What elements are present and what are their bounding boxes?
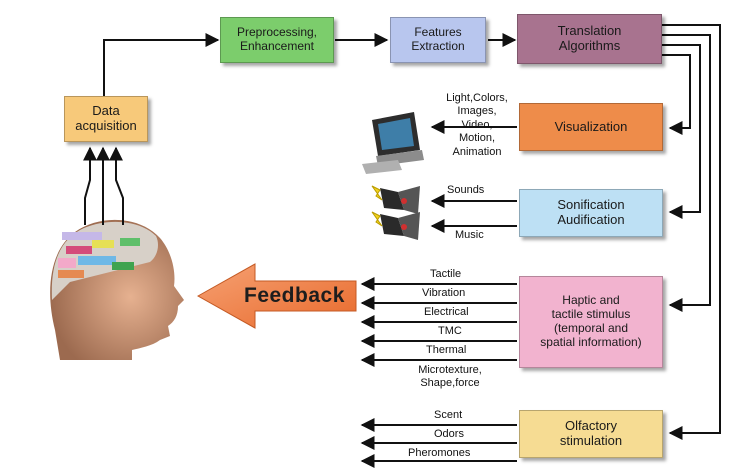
sonification-box: Sonification Audification (519, 189, 663, 237)
monitor-icon (362, 112, 424, 174)
translation-routing (662, 24, 721, 440)
pipeline-arrows (103, 33, 517, 96)
olfactory-output-pheromones: Pheromones (408, 447, 471, 459)
features-extraction-box: Features Extraction (390, 17, 486, 63)
olfactory-output-arrows (360, 418, 517, 468)
head-illustration (50, 219, 185, 360)
haptic-output-vibration: Vibration (422, 287, 466, 299)
brain-region-purple (62, 232, 102, 240)
visual-outputs-label: Light,Colors, Images, Video, Motion, Ani… (446, 92, 508, 158)
haptic-output-arrows (360, 277, 517, 367)
feedback-arrow (196, 263, 357, 329)
brain-region-pink (58, 258, 76, 268)
brain-region-red (66, 246, 92, 254)
preprocessing-box: Preprocessing, Enhancement (220, 17, 334, 63)
brain-region-dark-green (112, 262, 134, 270)
haptic-stimulus-box: Haptic and tactile stimulus (temporal an… (519, 276, 663, 368)
sound-output-sounds: Sounds (447, 184, 485, 196)
sound-output-music: Music (455, 229, 484, 241)
translation-algorithms-box: Translation Algorithms (517, 14, 662, 64)
brain-region-orange (58, 270, 84, 278)
haptic-output-microtexture: Microtexture, Shape,force (418, 364, 482, 390)
haptic-output-tactile: Tactile (430, 268, 462, 280)
olfactory-output-odors: Odors (434, 428, 464, 440)
speaker-icon-sounds (371, 185, 420, 214)
olfactory-output-scent: Scent (434, 409, 463, 421)
haptic-output-electrical: Electrical (424, 306, 469, 318)
brain-region-green (120, 238, 140, 246)
feedback-label: Feedback (244, 284, 345, 307)
olfactory-stimulation-box: Olfactory stimulation (519, 410, 663, 458)
sonification-output-arrows (430, 194, 517, 233)
data-acquisition-box: Data acquisition (64, 96, 148, 142)
electrode-wires (83, 146, 124, 225)
brain-region-yellow (92, 240, 114, 248)
brain-region-blue (78, 256, 116, 265)
haptic-output-tmc: TMC (438, 325, 462, 337)
visualization-box: Visualization (519, 103, 663, 151)
speaker-icon-music (371, 211, 420, 240)
haptic-output-thermal: Thermal (426, 344, 467, 356)
